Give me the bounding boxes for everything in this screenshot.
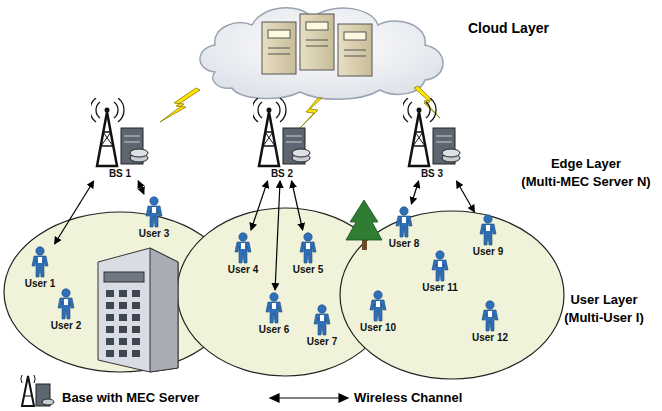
bs-mec-icon bbox=[91, 98, 149, 168]
window bbox=[106, 314, 114, 321]
user-label: User 1 bbox=[25, 278, 56, 289]
user-label: User 8 bbox=[389, 238, 420, 249]
base-station: BS 1 bbox=[91, 98, 149, 179]
user: User 5 bbox=[293, 232, 324, 275]
user: User 6 bbox=[259, 292, 290, 335]
window bbox=[106, 326, 114, 333]
wireless-channel bbox=[251, 181, 268, 230]
wireless-channel bbox=[138, 181, 144, 194]
layer-label: Edge Layer bbox=[551, 156, 621, 171]
legend-text: Base with MEC Server bbox=[62, 390, 199, 405]
cloud-servers bbox=[262, 14, 372, 76]
window bbox=[132, 326, 140, 333]
layer-label: User Layer bbox=[570, 292, 637, 307]
wireless-backhaul bbox=[160, 86, 440, 128]
user: User 2 bbox=[51, 288, 82, 331]
building-windows bbox=[106, 290, 140, 357]
user: User 9 bbox=[473, 214, 504, 257]
window bbox=[119, 314, 127, 321]
legend-text: Wireless Channel bbox=[354, 390, 462, 405]
wireless-channel bbox=[411, 181, 418, 204]
window bbox=[119, 350, 127, 357]
wireless-channel bbox=[292, 181, 303, 230]
tree bbox=[346, 200, 382, 250]
user-label: User 7 bbox=[307, 336, 338, 347]
window bbox=[106, 350, 114, 357]
layer-label: Cloud Layer bbox=[468, 20, 549, 36]
user: User 1 bbox=[25, 246, 56, 289]
bs-mec-icon bbox=[403, 98, 461, 168]
bs-label: BS 3 bbox=[421, 168, 443, 179]
user-label: User 6 bbox=[259, 324, 290, 335]
window bbox=[106, 302, 114, 309]
window bbox=[132, 350, 140, 357]
legend-bs-icon bbox=[21, 375, 54, 406]
layer-label: (Multi-MEC Server N) bbox=[521, 174, 650, 189]
user-icon bbox=[479, 300, 501, 332]
user-label: User 11 bbox=[422, 282, 458, 293]
bs-mec-icon bbox=[253, 98, 311, 168]
window bbox=[119, 302, 127, 309]
base-station: BS 2 bbox=[253, 98, 311, 179]
user: User 4 bbox=[228, 232, 259, 275]
user-icon bbox=[429, 250, 451, 282]
window bbox=[119, 338, 127, 345]
legend-channel-arrow bbox=[270, 394, 348, 402]
window bbox=[119, 290, 127, 297]
user-icon bbox=[367, 290, 389, 322]
window bbox=[132, 338, 140, 345]
user-icon bbox=[232, 232, 254, 264]
window bbox=[106, 338, 114, 345]
user: User 7 bbox=[307, 304, 338, 347]
base-station: BS 3 bbox=[403, 98, 461, 179]
user: User 8 bbox=[389, 206, 420, 249]
window bbox=[132, 314, 140, 321]
building bbox=[98, 248, 178, 372]
cloud bbox=[200, 8, 443, 100]
user-label: User 10 bbox=[360, 322, 396, 333]
wireless-channel bbox=[55, 181, 94, 244]
window bbox=[106, 290, 114, 297]
user: User 3 bbox=[139, 196, 170, 239]
wireless-channel bbox=[457, 181, 475, 212]
window bbox=[119, 326, 127, 333]
user-label: User 12 bbox=[472, 332, 508, 343]
user-icon bbox=[143, 196, 165, 228]
user: User 10 bbox=[360, 290, 396, 333]
user-label: User 9 bbox=[473, 246, 504, 257]
layer-label: (Multi-User I) bbox=[564, 310, 643, 325]
user-icon bbox=[297, 232, 319, 264]
user-icon bbox=[311, 304, 333, 336]
user-label: User 4 bbox=[228, 264, 259, 275]
user-icon bbox=[477, 214, 499, 246]
bs-label: BS 2 bbox=[271, 168, 293, 179]
user: User 11 bbox=[422, 250, 458, 293]
user-icon bbox=[263, 292, 285, 324]
user-icon bbox=[393, 206, 415, 238]
user-label: User 3 bbox=[139, 228, 170, 239]
user-icon bbox=[29, 246, 51, 278]
window bbox=[132, 290, 140, 297]
wireless-channel bbox=[275, 181, 280, 290]
bs-label: BS 1 bbox=[109, 168, 131, 179]
window bbox=[132, 302, 140, 309]
user: User 12 bbox=[472, 300, 508, 343]
user-label: User 5 bbox=[293, 264, 324, 275]
coverage-areas bbox=[4, 208, 564, 379]
user-label: User 2 bbox=[51, 320, 82, 331]
user-icon bbox=[55, 288, 77, 320]
